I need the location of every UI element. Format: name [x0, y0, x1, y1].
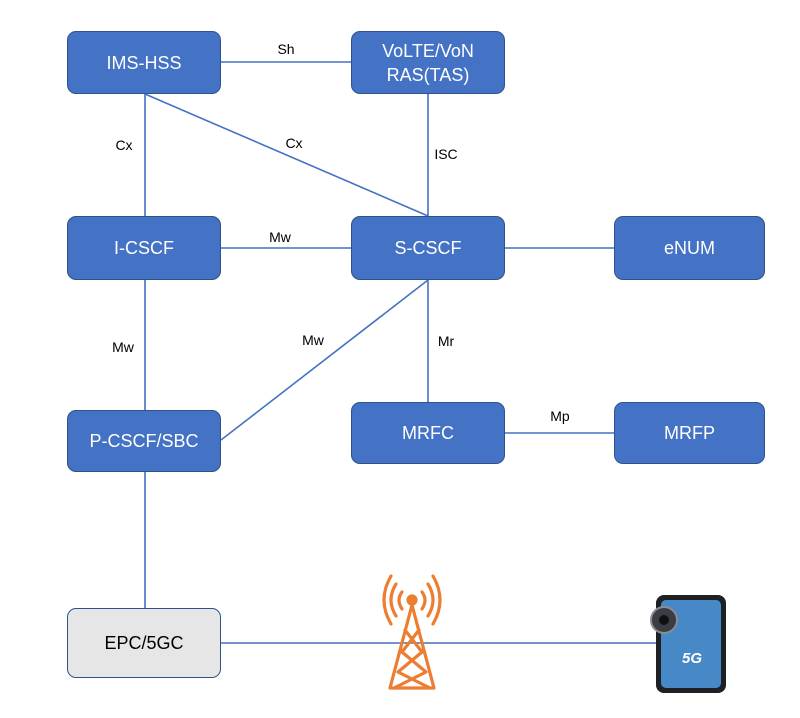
- ims-hss-node[interactable]: IMS-HSS: [67, 31, 221, 94]
- edge-label-mw-diagonal: Mw: [302, 332, 324, 348]
- cell-tower-icon: [382, 574, 442, 690]
- smartphone-icon: 5G: [650, 595, 726, 693]
- s-cscf-label: S-CSCF: [394, 238, 462, 258]
- ims-hss-label: IMS-HSS: [106, 52, 182, 73]
- enum-node[interactable]: eNUM: [614, 216, 765, 280]
- mrfc-label: MRFC: [402, 423, 454, 443]
- edge-pcscf-scscf: [220, 279, 429, 441]
- edge-label-sh: Sh: [277, 41, 295, 57]
- edge-label-cx-left: Cx: [115, 137, 133, 153]
- mrfp-label: MRFP: [664, 423, 715, 443]
- edge-label-mw-top: Mw: [269, 229, 291, 245]
- epc-5gc-node[interactable]: EPC/5GC: [67, 608, 221, 678]
- mrfp-node[interactable]: MRFP: [614, 402, 765, 464]
- volte-label-line1: VoLTE/VoN: [382, 40, 474, 61]
- p-cscf-label: P-CSCF/SBC: [89, 431, 199, 451]
- volte-tas-node[interactable]: VoLTE/VoN RAS(TAS): [351, 31, 505, 94]
- i-cscf-node[interactable]: I-CSCF: [67, 216, 221, 280]
- enum-label: eNUM: [663, 238, 715, 258]
- phone-5g-badge: 5G: [682, 650, 702, 667]
- epc-label: EPC/5GC: [104, 633, 184, 653]
- edge-label-mw-left: Mw: [112, 339, 134, 355]
- edge-label-mr: Mr: [437, 333, 455, 349]
- s-cscf-node[interactable]: S-CSCF: [351, 216, 505, 280]
- edge-label-cx-diagonal: Cx: [285, 135, 303, 151]
- edge-label-mp: Mp: [550, 408, 570, 424]
- edge-label-isc: ISC: [434, 146, 458, 162]
- i-cscf-label: I-CSCF: [114, 238, 174, 258]
- p-cscf-sbc-node[interactable]: P-CSCF/SBC: [67, 410, 221, 472]
- volte-label-line2: RAS(TAS): [386, 64, 470, 85]
- mrfc-node[interactable]: MRFC: [351, 402, 505, 464]
- edge-hss-scscf: [144, 93, 429, 217]
